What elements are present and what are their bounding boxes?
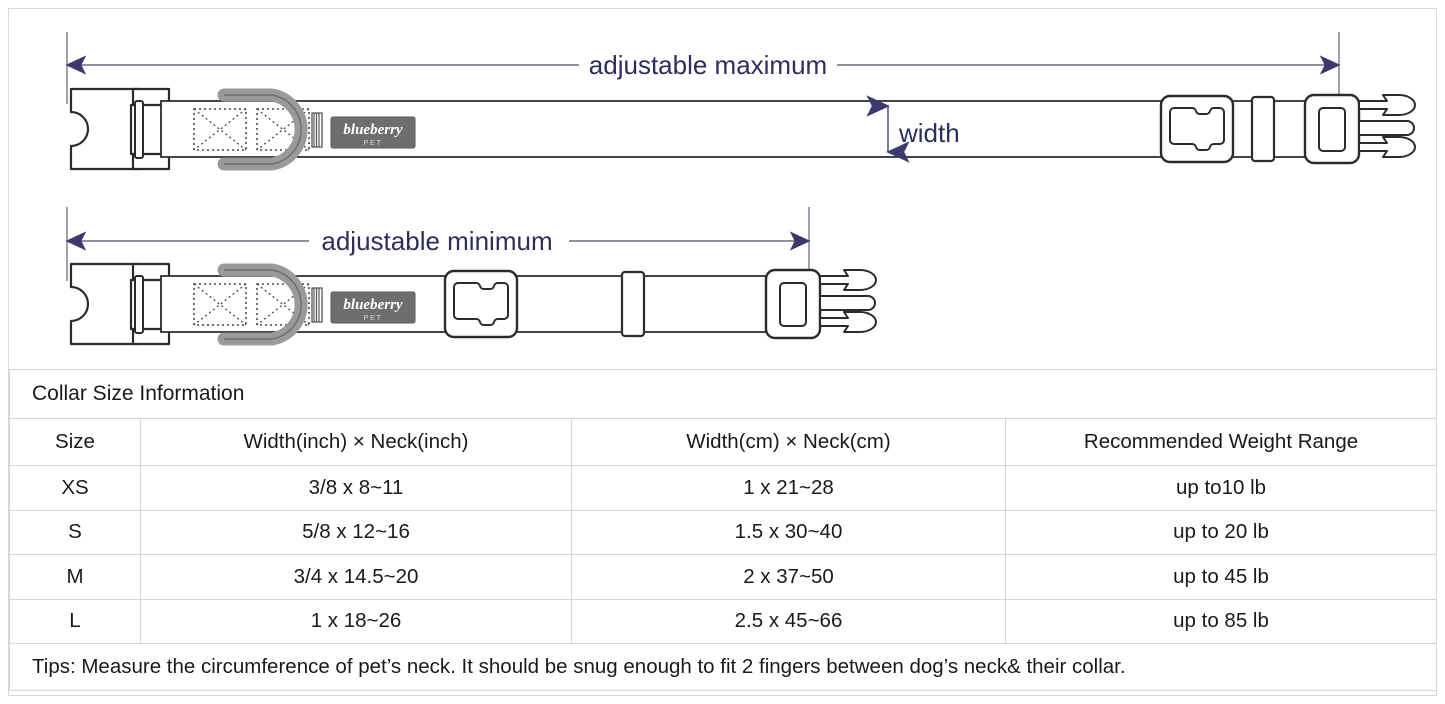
top-collar-diagram: adjustable maximum xyxy=(65,32,1416,171)
collar-diagram-area: adjustable maximum xyxy=(9,9,1436,368)
collar-size-table: Collar Size Information Size Width(inch)… xyxy=(8,369,1438,691)
buckle-female-top xyxy=(69,87,141,171)
keeper-loop-top xyxy=(1250,95,1276,163)
cell-inch: 1 x 18~26 xyxy=(140,598,572,644)
cell-weight: up to10 lb xyxy=(1004,465,1438,511)
column-header-weight: Recommended Weight Range xyxy=(1004,418,1438,466)
brand-label-bottom-subtext: PET xyxy=(363,313,382,322)
brand-label-bottom: blueberry PET xyxy=(330,291,416,324)
column-header-inch: Width(inch) × Neck(inch) xyxy=(140,418,572,466)
woven-tag-top xyxy=(311,112,323,148)
stitch-box-top-1 xyxy=(193,108,247,151)
table-title-row: Collar Size Information xyxy=(8,369,1438,419)
stitch-box-bottom-1 xyxy=(193,283,247,326)
cell-weight: up to 45 lb xyxy=(1004,554,1438,600)
cell-inch: 3/8 x 8~11 xyxy=(140,465,572,511)
width-label: width xyxy=(898,118,960,148)
slider-adjuster-bottom xyxy=(443,269,519,339)
table-row: M 3/4 x 14.5~20 2 x 37~50 up to 45 lb xyxy=(9,554,1438,600)
cell-inch: 5/8 x 12~16 xyxy=(140,509,572,555)
table-row: L 1 x 18~26 2.5 x 45~66 up to 85 lb xyxy=(9,598,1438,644)
keeper-loop-bottom xyxy=(620,270,646,338)
buckle-bar-top xyxy=(134,100,144,159)
brand-label-top-text: blueberry xyxy=(343,122,403,138)
column-header-cm: Width(cm) × Neck(cm) xyxy=(571,418,1006,466)
column-header-size: Size xyxy=(9,418,141,466)
cell-cm: 2.5 x 45~66 xyxy=(571,598,1006,644)
cell-size: L xyxy=(9,598,141,644)
cell-size: XS xyxy=(9,465,141,511)
cell-inch: 3/4 x 14.5~20 xyxy=(140,554,572,600)
cell-cm: 2 x 37~50 xyxy=(571,554,1006,600)
cell-weight: up to 20 lb xyxy=(1004,509,1438,555)
cell-size: S xyxy=(9,509,141,555)
brand-label-top: blueberry PET xyxy=(330,116,416,149)
slider-adjuster-top xyxy=(1159,94,1235,164)
bottom-collar-diagram: adjustable minimum xyxy=(65,207,877,346)
brand-label-bottom-text: blueberry xyxy=(343,297,403,313)
cell-cm: 1 x 21~28 xyxy=(571,465,1006,511)
buckle-male-prongs-top xyxy=(1358,94,1416,158)
table-title: Collar Size Information xyxy=(8,369,1438,419)
brand-label-top-subtext: PET xyxy=(363,138,382,147)
buckle-bar-bottom xyxy=(134,275,144,334)
cell-size: M xyxy=(9,554,141,600)
tips-text: Tips: Measure the circumference of pet’s… xyxy=(8,643,1438,691)
buckle-female-bottom xyxy=(69,262,141,346)
woven-tag-bottom xyxy=(311,287,323,323)
d-ring-bottom-outline xyxy=(224,269,302,340)
cell-weight: up to 85 lb xyxy=(1004,598,1438,644)
table-header-row: Size Width(inch) × Neck(inch) Width(cm) … xyxy=(9,418,1438,466)
buckle-male-bottom xyxy=(764,268,822,340)
cell-cm: 1.5 x 30~40 xyxy=(571,509,1006,555)
d-ring-top-outline xyxy=(224,94,302,165)
adjustable-maximum-label: adjustable maximum xyxy=(589,50,827,80)
buckle-male-top xyxy=(1303,93,1361,165)
table-row: S 5/8 x 12~16 1.5 x 30~40 up to 20 lb xyxy=(9,509,1438,555)
buckle-male-prongs-bottom xyxy=(819,269,877,333)
table-row: XS 3/8 x 8~11 1 x 21~28 up to10 lb xyxy=(9,465,1438,511)
adjustable-minimum-label: adjustable minimum xyxy=(321,226,552,256)
table-tips-row: Tips: Measure the circumference of pet’s… xyxy=(8,643,1438,691)
